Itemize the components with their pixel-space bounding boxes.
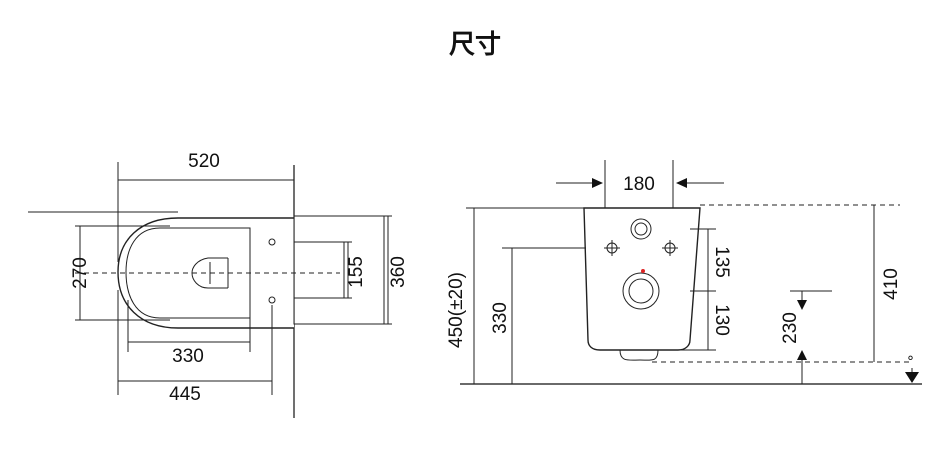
dim-410: 410: [881, 268, 902, 300]
dim-450: 450(±20): [446, 272, 467, 348]
dim-130: 130: [711, 304, 732, 336]
dim-135: 135: [711, 246, 732, 278]
waste-outlet-outer-icon: [622, 272, 660, 310]
inlet-inner-icon: [634, 222, 648, 236]
dim-180: 180: [623, 174, 655, 195]
arrow-up-icon: [797, 350, 807, 360]
waste-outlet-inner-icon: [628, 278, 654, 304]
mounting-hole-icon: [268, 296, 276, 304]
arrow-right-icon: [592, 178, 603, 188]
mounting-hole-icon: [268, 238, 276, 246]
mount-inset: [293, 241, 345, 299]
inlet-outer-icon: [630, 218, 652, 240]
bowl-inner: [125, 227, 251, 319]
center-mark-icon: [641, 269, 645, 273]
dim-520: 520: [188, 151, 220, 172]
arrow-left-icon: [676, 178, 687, 188]
floor-level-marker-icon: [905, 372, 919, 383]
dim-445: 445: [169, 384, 201, 405]
dim-270: 270: [70, 257, 91, 289]
page-title: 尺寸: [448, 30, 501, 60]
dim-360: 360: [388, 256, 409, 288]
side-view: 180 450(±20) 330 135 130 230 410 °: [446, 160, 922, 385]
dim-155: 155: [346, 256, 367, 288]
top-view: 520 270 330 445 155 360: [28, 151, 409, 418]
dim-230: 230: [780, 312, 801, 344]
arrow-down-icon: [797, 300, 807, 310]
mounting-frame: [293, 215, 385, 325]
dim-330-side: 330: [490, 302, 511, 334]
floor-degree-mark: °: [907, 354, 914, 370]
outlet-spigot: [619, 349, 659, 361]
dim-330-top: 330: [172, 346, 204, 367]
